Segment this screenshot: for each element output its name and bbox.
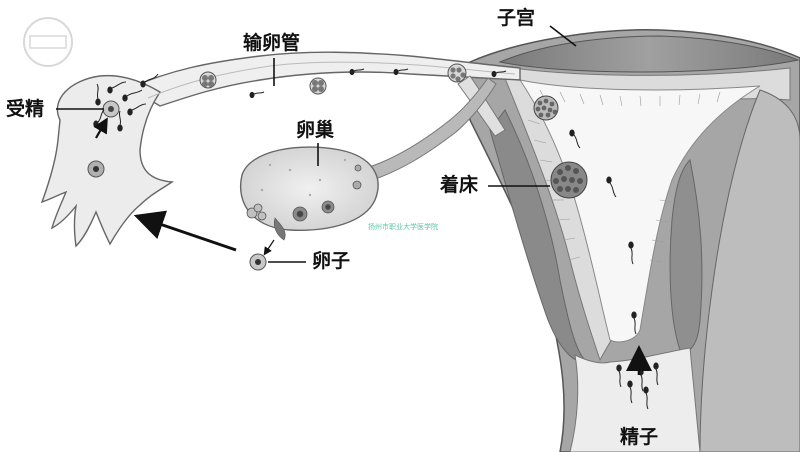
ovary	[239, 146, 379, 241]
fallopian-tube	[40, 51, 521, 248]
direction-arrows	[93, 117, 652, 375]
arrow-sperm-to-egg	[93, 117, 108, 139]
morula-cell	[447, 63, 467, 83]
zygote-cell-4	[199, 71, 217, 89]
leader-uterus	[549, 25, 577, 47]
arrow-ovum-to-fimbriae	[133, 210, 237, 252]
label-uterus: 子宫	[497, 7, 536, 29]
watermark-text: 扬州市职业大学医学院	[368, 223, 438, 231]
zygote-cell-8	[309, 77, 327, 95]
label-ovary: 卵巢	[296, 119, 335, 141]
label-ovum: 卵子	[312, 250, 351, 272]
leader-lines	[56, 25, 577, 263]
fertilized-egg	[102, 100, 120, 118]
arrow-ovary-release	[263, 239, 275, 256]
watermark-badge	[23, 17, 73, 67]
released-ovum	[249, 253, 267, 271]
label-fallopian-tube: 输卵管	[243, 32, 301, 54]
embryo-cells	[87, 63, 588, 271]
blastocyst-cell	[533, 95, 559, 121]
sperm-cells	[93, 68, 659, 410]
uterus	[469, 29, 800, 452]
label-fertilization: 受精	[6, 98, 45, 120]
label-implantation: 着床	[440, 174, 479, 196]
label-sperm: 精子	[620, 426, 659, 448]
implanted-embryo	[550, 161, 588, 199]
egg-in-ampulla	[87, 160, 105, 178]
